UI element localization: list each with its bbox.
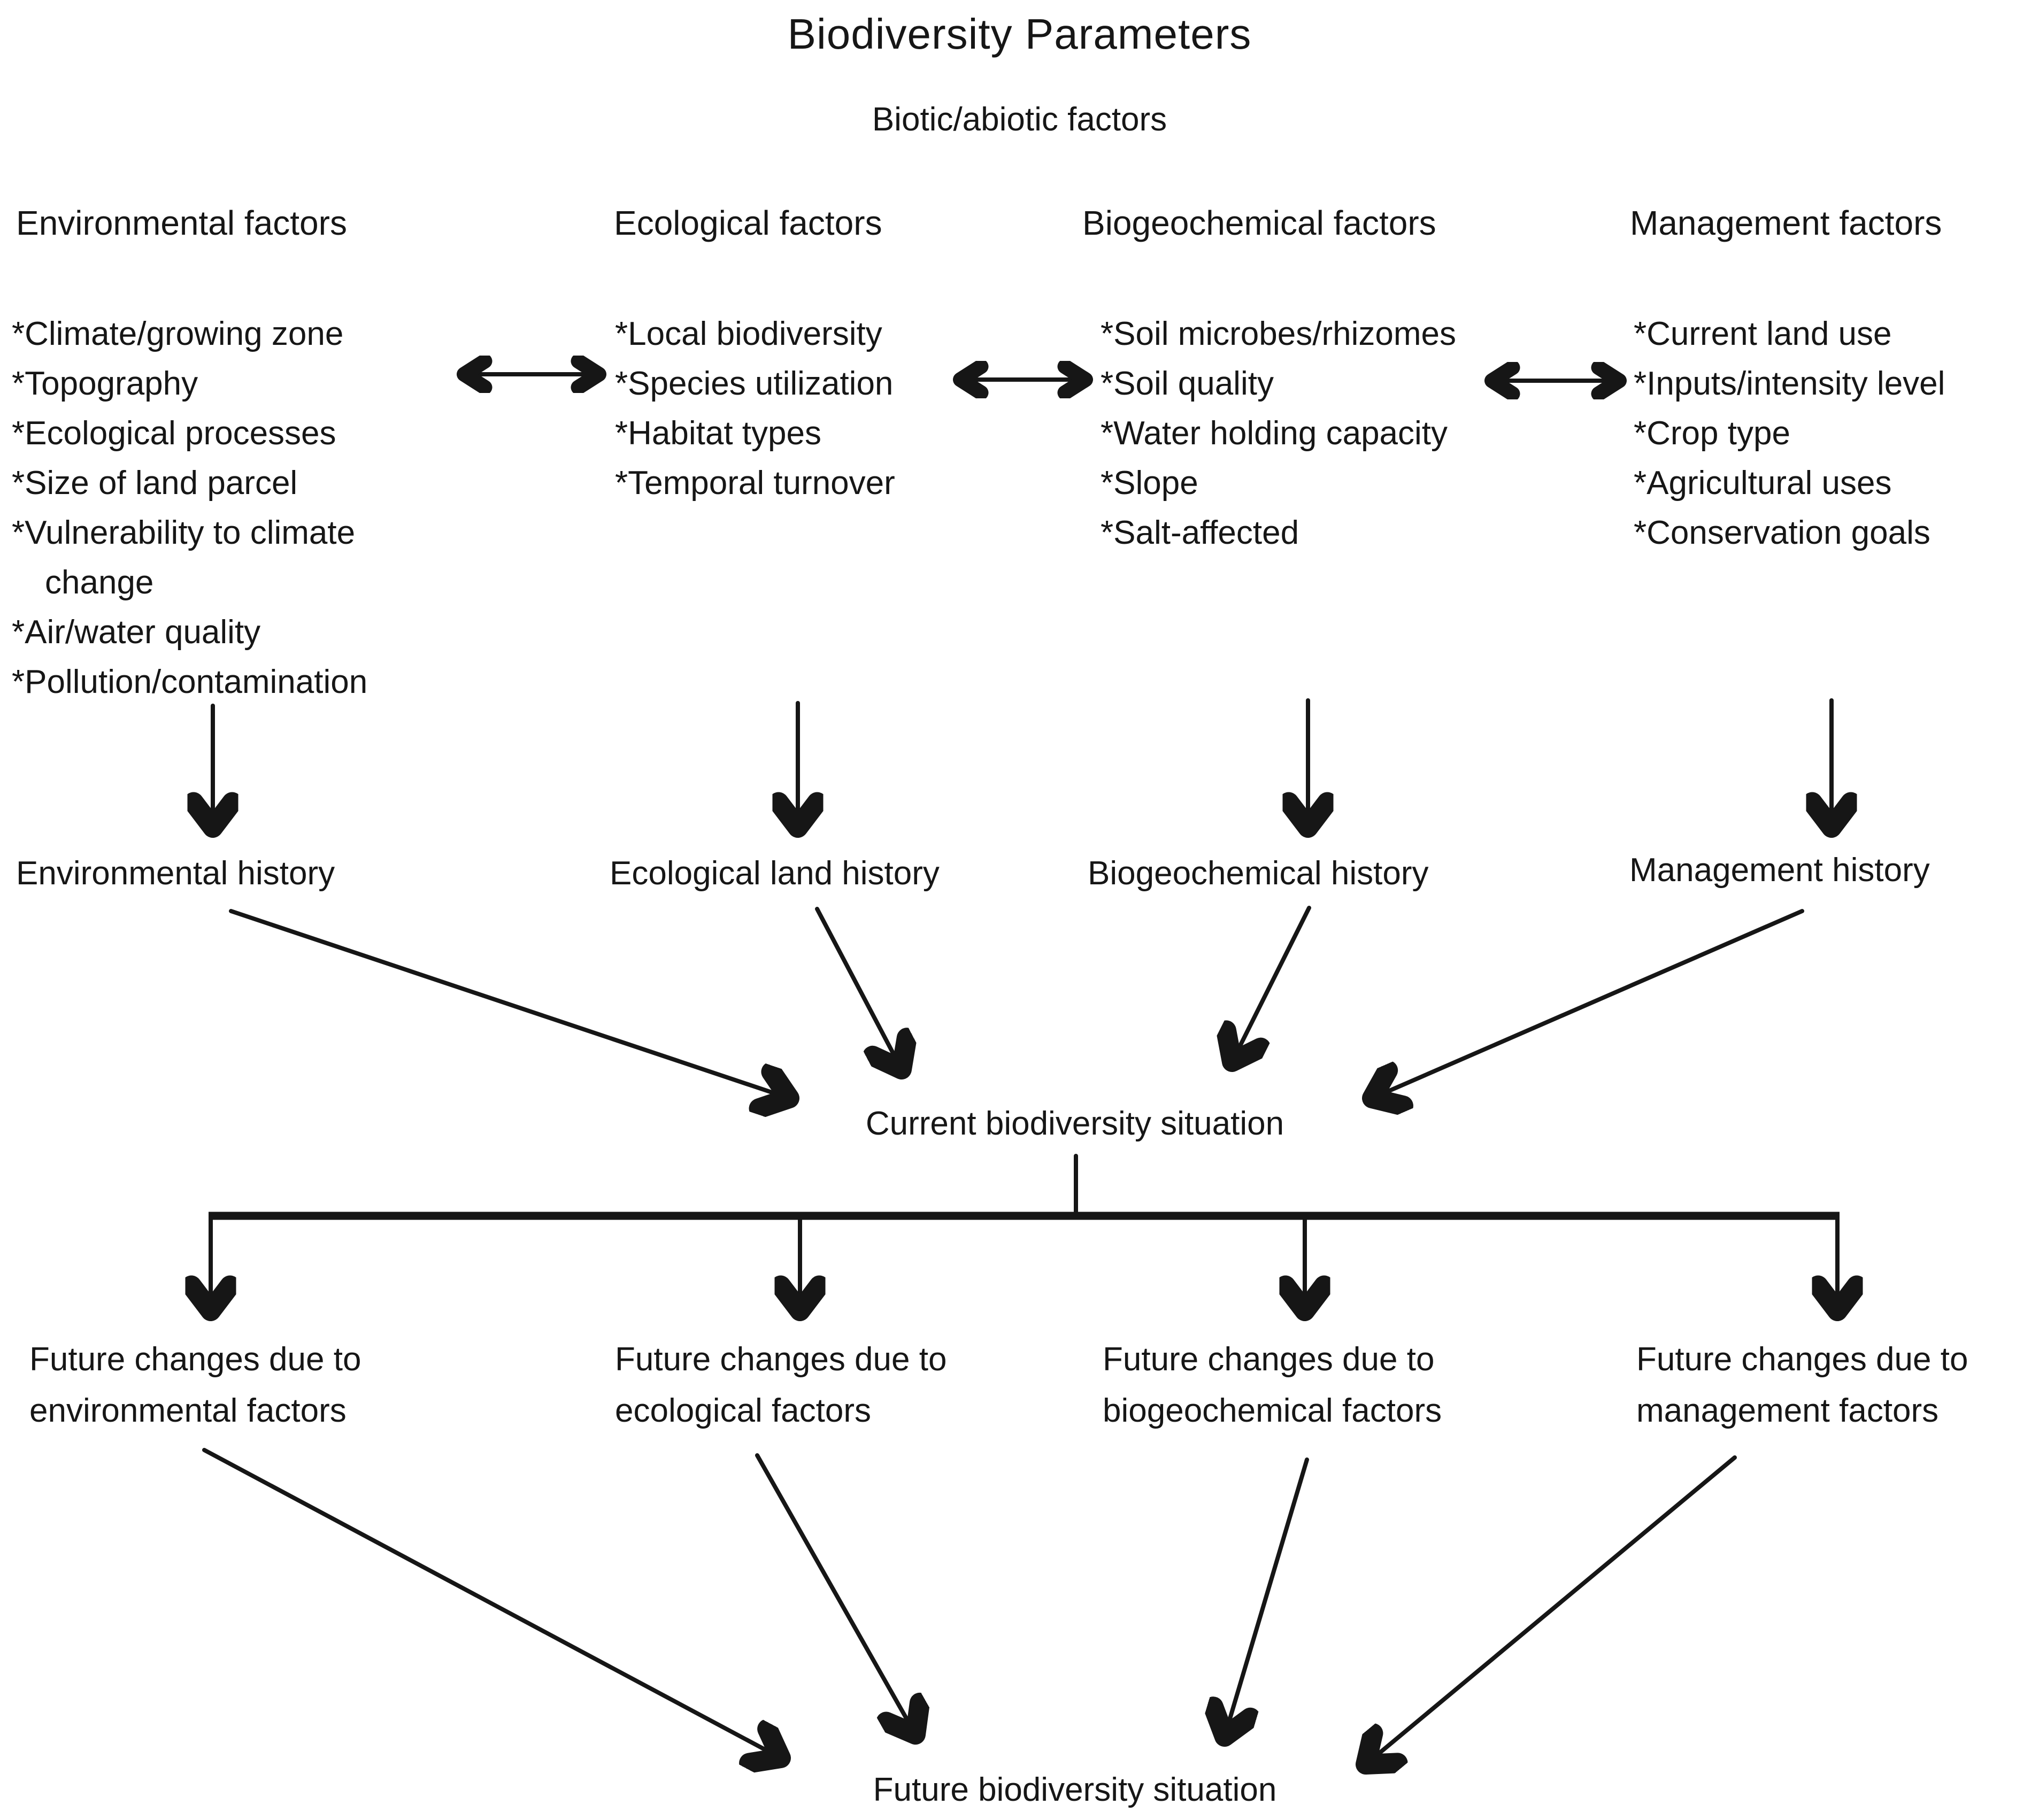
factor-item: *Pollution/contamination <box>12 664 368 700</box>
future-changes-line: biogeochemical factors <box>1103 1392 1442 1429</box>
future-changes-line: Future changes due to <box>615 1341 947 1378</box>
arrow-eco-history-to-current-icon <box>815 907 902 1069</box>
factor-item: *Habitat types <box>615 415 821 452</box>
factor-item: *Size of land parcel <box>12 465 298 502</box>
history-label-biogeochemical: Biogeochemical history <box>1088 855 1429 892</box>
page-subtitle: Biotic/abiotic factors <box>872 101 1167 138</box>
future-changes-biogeochemical: Future changes due to biogeochemical fac… <box>1103 1334 1442 1437</box>
factor-list-environmental: *Climate/growing zone *Topography *Ecolo… <box>12 309 367 707</box>
future-changes-line: Future changes due to <box>29 1341 361 1378</box>
arrow-future-biogeo-to-future-situation-icon <box>1225 1457 1309 1737</box>
factor-item: *Agricultural uses <box>1634 465 1892 502</box>
column-header-biogeochemical: Biogeochemical factors <box>1082 204 1436 242</box>
factor-item: *Soil microbes/rhizomes <box>1101 315 1456 352</box>
current-biodiversity-situation-label: Current biodiversity situation <box>865 1105 1284 1142</box>
factor-item: *Current land use <box>1634 315 1892 352</box>
factor-item: *Ecological processes <box>12 415 336 452</box>
arrow-future-mgmt-to-future-situation-icon <box>1366 1455 1737 1764</box>
history-label-environmental: Environmental history <box>16 855 335 892</box>
factor-item: *Slope <box>1101 465 1198 502</box>
factor-item: *Inputs/intensity level <box>1634 365 1945 402</box>
future-changes-line: Future changes due to <box>1636 1341 1968 1378</box>
history-label-ecological: Ecological land history <box>610 855 940 892</box>
factor-item: *Water holding capacity <box>1101 415 1448 452</box>
arrow-future-eco-to-future-situation-icon <box>755 1453 915 1734</box>
factor-list-management: *Current land use *Inputs/intensity leve… <box>1634 309 1945 558</box>
factor-item: *Temporal turnover <box>615 465 895 502</box>
factor-item: *Local biodiversity <box>615 315 882 352</box>
arrow-env-history-to-current-icon <box>229 909 789 1098</box>
factor-list-ecological: *Local biodiversity *Species utilization… <box>615 309 895 508</box>
future-changes-ecological: Future changes due to ecological factors <box>615 1334 947 1437</box>
factor-item: *Crop type <box>1634 415 1790 452</box>
factor-list-biogeochemical: *Soil microbes/rhizomes *Soil quality *W… <box>1101 309 1456 558</box>
factor-item: *Climate/growing zone <box>12 315 344 352</box>
future-changes-management: Future changes due to management factors <box>1636 1334 1968 1437</box>
factor-item: *Conservation goals <box>1634 514 1930 551</box>
future-changes-environmental: Future changes due to environmental fact… <box>29 1334 361 1437</box>
factor-item: *Soil quality <box>1101 365 1274 402</box>
factor-item: *Vulnerability to climate <box>12 514 356 551</box>
factor-item: *Air/water quality <box>12 614 261 651</box>
arrow-biogeo-history-to-current-icon <box>1232 906 1311 1062</box>
column-header-environmental: Environmental factors <box>16 204 347 242</box>
future-changes-line: Future changes due to <box>1103 1341 1435 1378</box>
column-header-management: Management factors <box>1630 204 1942 242</box>
future-changes-line: ecological factors <box>615 1392 872 1429</box>
future-biodiversity-situation-label: Future biodiversity situation <box>873 1771 1277 1808</box>
factor-item: *Salt-affected <box>1101 514 1299 551</box>
factor-item-continuation: change <box>45 564 154 601</box>
future-changes-line: environmental factors <box>29 1392 347 1429</box>
factor-item: *Species utilization <box>615 365 894 402</box>
history-label-management: Management history <box>1629 852 1930 889</box>
arrow-future-env-to-future-situation-icon <box>202 1448 781 1758</box>
factor-item: *Topography <box>12 365 198 402</box>
column-header-ecological: Ecological factors <box>614 204 882 242</box>
future-changes-line: management factors <box>1636 1392 1939 1429</box>
arrow-mgmt-history-to-current-icon <box>1372 909 1804 1098</box>
page-title: Biodiversity Parameters <box>787 10 1252 58</box>
